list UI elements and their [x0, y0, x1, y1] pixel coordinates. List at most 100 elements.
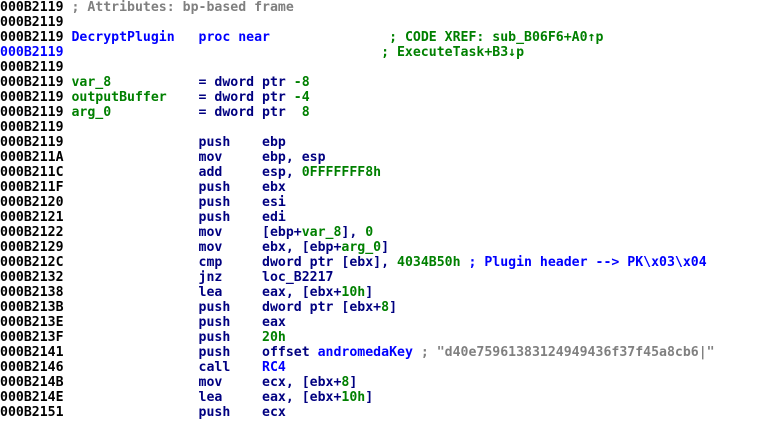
code-token: ]	[389, 300, 398, 315]
code-token[interactable]: andromedaKey	[317, 345, 413, 360]
code-token: outputBuffer	[63, 90, 199, 105]
listing-line[interactable]: 000B2121 push edi	[0, 210, 774, 225]
code-token: push edi	[63, 210, 286, 225]
code-token: arg_0	[341, 240, 382, 255]
address: 000B2132	[0, 270, 64, 285]
code-token: -4	[293, 90, 310, 105]
address: 000B213E	[0, 315, 64, 330]
listing-line[interactable]: 000B213F push 20h	[0, 330, 774, 345]
code-token[interactable]: ; Plugin header --> PK\x03\x04	[460, 255, 707, 270]
address: 000B2138	[0, 285, 64, 300]
code-token: 0	[365, 225, 374, 240]
code-token: var_8	[63, 75, 199, 90]
code-token: lea eax, [ebx+	[63, 285, 342, 300]
listing-line[interactable]: 000B2132 jnz loc_B2217	[0, 270, 774, 285]
code-token: push ebp	[63, 135, 286, 150]
code-token: -8	[293, 75, 310, 90]
code-token: push ebx	[63, 180, 286, 195]
address: 000B2119	[0, 45, 64, 60]
address: 000B2129	[0, 240, 64, 255]
code-token: ; CODE XREF: sub_B06F6+A0↑p	[269, 30, 604, 45]
address: 000B213B	[0, 300, 64, 315]
listing-line[interactable]: 000B213E push eax	[0, 315, 774, 330]
address: 000B2119	[0, 135, 64, 150]
code-token: = dword ptr	[198, 90, 294, 105]
code-token: add esp,	[63, 165, 302, 180]
address: 000B2119	[0, 0, 64, 15]
code-token: mov ebp, esp	[63, 150, 326, 165]
address: 000B2119	[0, 30, 64, 45]
listing-line[interactable]: 000B2141 push offset andromedaKey ; "d40…	[0, 345, 774, 360]
address: 000B2119	[0, 90, 64, 105]
address: 000B2119	[0, 15, 64, 30]
code-token: 8	[301, 105, 310, 120]
address: 000B214E	[0, 390, 64, 405]
code-token: cmp dword ptr [ebx],	[63, 255, 397, 270]
code-token: mov ebx, [ebp+	[63, 240, 342, 255]
code-token: mov [ebp+	[63, 225, 302, 240]
code-token: 0FFFFFFF8h	[301, 165, 382, 180]
listing-line[interactable]: 000B211A mov ebp, esp	[0, 150, 774, 165]
listing-line[interactable]: 000B2119	[0, 15, 774, 30]
listing-line[interactable]: 000B2119 var_8 = dword ptr -8	[0, 75, 774, 90]
code-token: arg_0	[63, 105, 199, 120]
listing-line[interactable]: 000B214B mov ecx, [ebx+8]	[0, 375, 774, 390]
listing-line[interactable]: 000B2119 arg_0 = dword ptr 8	[0, 105, 774, 120]
code-token: = dword ptr	[198, 105, 302, 120]
code-token: ]	[365, 390, 374, 405]
address: 000B2121	[0, 210, 64, 225]
code-token[interactable]: RC4	[262, 360, 286, 375]
code-token: push eax	[63, 315, 286, 330]
code-token: push ecx	[63, 405, 286, 420]
listing-line[interactable]: 000B2138 lea eax, [ebx+10h]	[0, 285, 774, 300]
code-token: ; Attributes: bp-based frame	[63, 0, 294, 15]
listing-line[interactable]: 000B2119 outputBuffer = dword ptr -4	[0, 90, 774, 105]
code-token: jnz loc_B2217	[63, 270, 334, 285]
code-token: mov ecx, [ebx+	[63, 375, 342, 390]
address: 000B212C	[0, 255, 64, 270]
code-token: push esi	[63, 195, 286, 210]
code-token: ; "d40e75961383124949436f37f45a8cb6|"	[412, 345, 715, 360]
code-token: 10h	[341, 285, 366, 300]
listing-line[interactable]: 000B2120 push esi	[0, 195, 774, 210]
listing-line[interactable]: 000B2119	[0, 60, 774, 75]
listing-line[interactable]: 000B2119 DecryptPlugin proc near ; CODE …	[0, 30, 774, 45]
listing-line[interactable]: 000B2119 ; ExecuteTask+B3↓p	[0, 45, 774, 60]
listing-line[interactable]: 000B214E lea eax, [ebx+10h]	[0, 390, 774, 405]
listing-line[interactable]: 000B2119 push ebp	[0, 135, 774, 150]
listing-line[interactable]: 000B211F push ebx	[0, 180, 774, 195]
code-token[interactable]: DecryptPlugin	[63, 30, 199, 45]
address: 000B2141	[0, 345, 64, 360]
code-token: ]	[381, 240, 390, 255]
code-token: ],	[341, 225, 366, 240]
address: 000B214B	[0, 375, 64, 390]
listing-line[interactable]: 000B2146 call RC4	[0, 360, 774, 375]
code-token: ]	[365, 285, 374, 300]
listing-line[interactable]: 000B2119	[0, 120, 774, 135]
code-token: 4034B50h	[397, 255, 461, 270]
code-token: = dword ptr	[198, 75, 294, 90]
code-token: ]	[349, 375, 358, 390]
code-token: 20h	[262, 330, 286, 345]
code-token[interactable]: proc near	[198, 30, 270, 45]
code-token: 10h	[341, 390, 366, 405]
listing-line[interactable]: 000B2119 ; Attributes: bp-based frame	[0, 0, 774, 15]
address: 000B211F	[0, 180, 64, 195]
code-token: call	[63, 360, 263, 375]
address: 000B2119	[0, 75, 64, 90]
address: 000B2119	[0, 120, 64, 135]
code-token: 8	[381, 300, 390, 315]
address: 000B211C	[0, 165, 64, 180]
listing-line[interactable]: 000B213B push dword ptr [ebx+8]	[0, 300, 774, 315]
listing-line[interactable]: 000B211C add esp, 0FFFFFFF8h	[0, 165, 774, 180]
listing-line[interactable]: 000B212C cmp dword ptr [ebx], 4034B50h ;…	[0, 255, 774, 270]
code-token: lea eax, [ebx+	[63, 390, 342, 405]
listing-line[interactable]: 000B2129 mov ebx, [ebp+arg_0]	[0, 240, 774, 255]
address: 000B2120	[0, 195, 64, 210]
address: 000B2146	[0, 360, 64, 375]
code-token: var_8	[301, 225, 342, 240]
code-token: push	[63, 330, 263, 345]
listing-line[interactable]: 000B2122 mov [ebp+var_8], 0	[0, 225, 774, 240]
listing-line[interactable]: 000B2151 push ecx	[0, 405, 774, 420]
